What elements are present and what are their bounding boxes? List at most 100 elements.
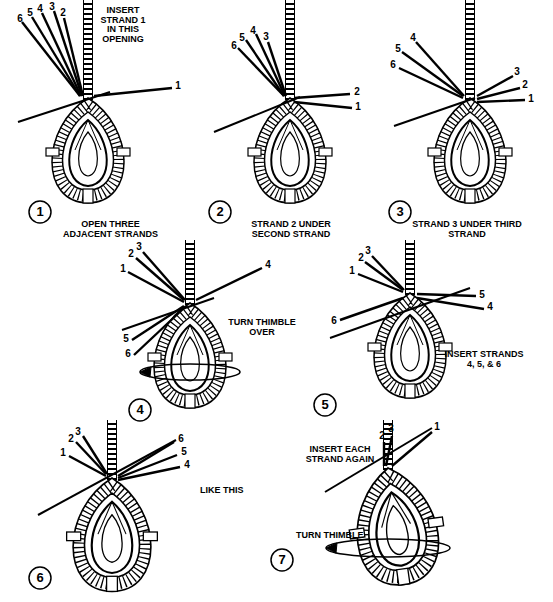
- strand-number: 2: [379, 431, 385, 442]
- instruction-text: TURN THIMBLE: [296, 531, 364, 541]
- standing-rope: [383, 420, 393, 470]
- strand: [64, 18, 83, 96]
- strand-number: 3: [365, 246, 371, 257]
- instruction-text: STRAND 3 UNDER THIRD STRAND: [412, 220, 522, 239]
- circle-shape: [271, 549, 293, 571]
- strand-number: 6: [390, 60, 396, 71]
- strand: [42, 13, 81, 96]
- strand-number: 6: [125, 349, 131, 360]
- strand: [128, 272, 184, 302]
- rope-eye: [46, 98, 130, 203]
- strand: [196, 268, 262, 300]
- strand-number: 3: [136, 242, 142, 253]
- instruction-text: INSERT EACH STRAND AGAIN: [300, 445, 380, 464]
- strand-number: 5: [181, 447, 187, 458]
- strand-number: 4: [410, 33, 416, 44]
- strand: [294, 102, 352, 108]
- strand-number: 6: [178, 434, 184, 445]
- strand: [477, 88, 520, 99]
- strand: [386, 436, 392, 466]
- strand: [340, 298, 403, 320]
- strand-number: 2: [128, 249, 134, 260]
- rope-eye: [148, 303, 232, 408]
- strand: [383, 442, 385, 466]
- step-number: 4: [128, 398, 152, 422]
- panel-1-art: [18, 0, 172, 203]
- strand-number: 5: [27, 8, 33, 19]
- step-number: 2: [208, 200, 232, 224]
- strand-number: 5: [123, 334, 129, 345]
- step-number: 7: [270, 548, 294, 572]
- rope-eye: [428, 98, 512, 203]
- strand-number: 2: [68, 434, 74, 445]
- marlinspike: [330, 288, 470, 338]
- step-number-circle: 6: [28, 566, 52, 590]
- instruction-text: OPEN THREE ADJACENT STRANDS: [58, 220, 163, 239]
- strand-number: 4: [184, 460, 190, 471]
- marlinspike: [18, 92, 110, 122]
- marlinspike: [214, 97, 300, 132]
- strand: [134, 308, 184, 355]
- step-number-circle: 1: [28, 200, 52, 224]
- strand-number: 1: [528, 94, 534, 105]
- strand-number: 1: [60, 448, 66, 459]
- strand: [143, 252, 185, 300]
- strand-number: 1: [434, 422, 440, 433]
- arrow-head: [140, 367, 151, 377]
- instruction-text: INSERT STRAND 1 IN THIS OPENING: [95, 6, 151, 45]
- step-number-circle: 2: [208, 200, 232, 224]
- step-number-circle: 3: [388, 200, 412, 224]
- step-number: 1: [28, 200, 52, 224]
- strand-number: 4: [265, 260, 271, 271]
- rope-texture: [286, 0, 294, 100]
- step-number-circle: 7: [270, 548, 294, 572]
- rotation-arrow: [326, 539, 450, 557]
- strand: [477, 76, 513, 96]
- circle-shape: [209, 201, 231, 223]
- instruction-text: INSERT STRANDS 4, 5, & 6: [440, 350, 528, 369]
- circle-shape: [29, 201, 51, 223]
- rope-texture: [466, 0, 474, 100]
- strand-number: 5: [395, 44, 401, 55]
- circle-shape: [129, 399, 151, 421]
- strand: [69, 456, 106, 476]
- circle-shape: [314, 394, 336, 416]
- strand-number: 3: [49, 2, 55, 13]
- strand-number: 4: [37, 4, 43, 15]
- rope-eye: [341, 461, 451, 591]
- strand: [83, 436, 107, 474]
- strand-number: 1: [355, 102, 361, 113]
- strand-number: 6: [231, 41, 237, 52]
- standing-rope: [83, 0, 93, 100]
- rope-texture: [406, 240, 414, 295]
- strand: [358, 274, 403, 292]
- standing-rope: [405, 240, 415, 295]
- rope-texture: [108, 420, 116, 480]
- strand-number: 3: [75, 427, 81, 438]
- strand-number: 1: [349, 266, 355, 277]
- step-number: 6: [28, 566, 52, 590]
- instruction-text: TURN THIMBLE OVER: [222, 318, 302, 337]
- step-number-circle: 5: [313, 393, 337, 417]
- strand: [399, 68, 463, 98]
- strand: [118, 467, 180, 480]
- strand-number: 1: [120, 264, 126, 275]
- strand: [54, 11, 82, 96]
- standing-rope: [107, 420, 117, 480]
- strand-number: 6: [331, 316, 337, 327]
- strand-number: 2: [60, 8, 66, 19]
- marlinspike: [394, 98, 475, 126]
- rope-eye: [67, 478, 158, 591]
- strand-number: 4: [487, 302, 493, 313]
- standing-rope: [185, 240, 195, 305]
- strand: [477, 100, 525, 102]
- rope-texture: [84, 0, 92, 100]
- strand-number: 2: [522, 80, 528, 91]
- standing-rope: [465, 0, 475, 100]
- strand: [365, 262, 403, 290]
- panel-6-art: [38, 420, 180, 591]
- step-number-circle: 4: [128, 398, 152, 422]
- instruction-text: LIKE THIS: [200, 486, 244, 496]
- instruction-text: STRAND 2 UNDER SECOND STRAND: [232, 220, 350, 239]
